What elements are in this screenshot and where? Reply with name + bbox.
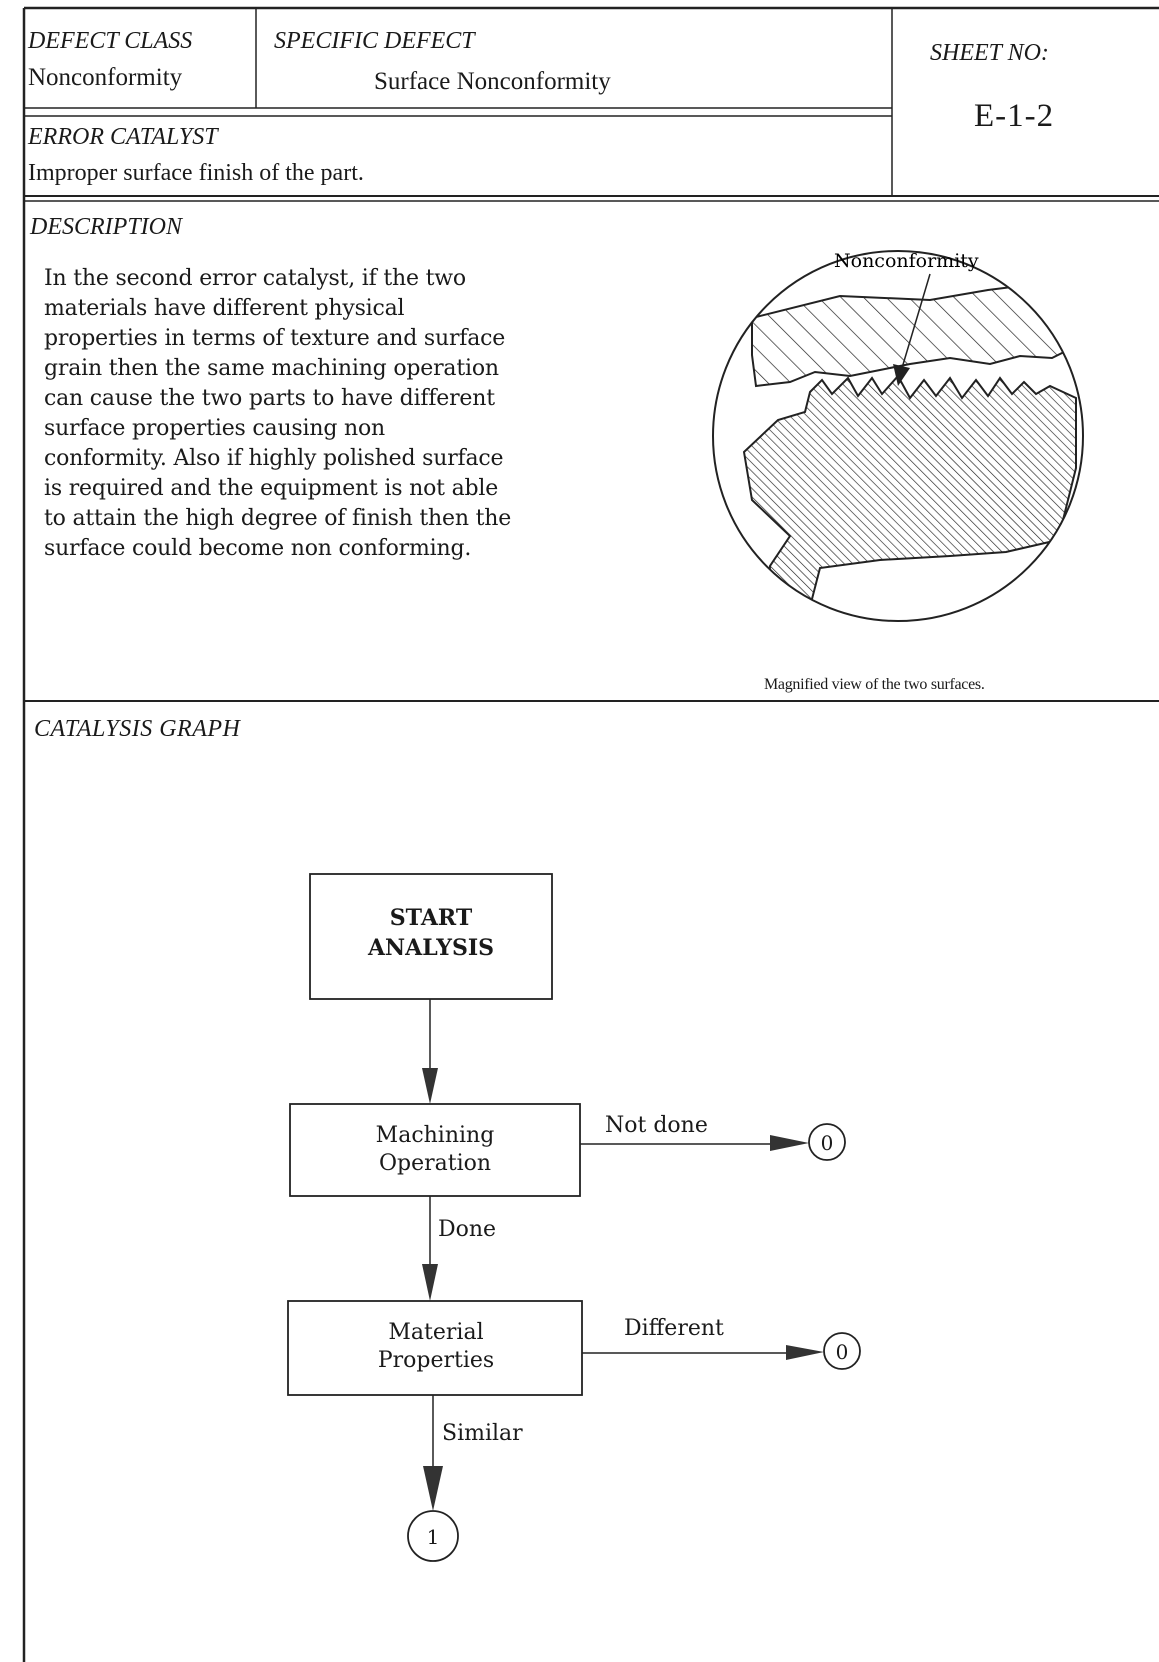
error-catalyst-value: Improper surface finish of the part. — [28, 160, 364, 186]
description-line: is required and the equipment is not abl… — [44, 476, 499, 501]
description-line: to attain the high degree of finish then… — [44, 506, 512, 531]
arrowhead — [422, 1264, 438, 1301]
material-properties-node — [287, 1300, 583, 1396]
arrowhead — [422, 1068, 438, 1104]
arrowhead — [770, 1135, 809, 1151]
terminal-one-label: 1 — [427, 1525, 440, 1549]
catalysis-graph-label: CATALYSIS GRAPH — [34, 716, 241, 742]
description-line: grain then the same machining operation — [44, 356, 499, 381]
description-line: In the second error catalyst, if the two — [44, 266, 466, 291]
description-line: conformity. Also if highly polished surf… — [44, 446, 504, 471]
magnified-surfaces-figure: Nonconformity — [712, 250, 1084, 622]
machining-operation-line1: Machining — [376, 1123, 495, 1148]
sheet-no-value: E-1-2 — [974, 98, 1055, 134]
figure-caption: Magnified view of the two surfaces. — [764, 676, 985, 693]
description-line: properties in terms of texture and surfa… — [44, 326, 506, 351]
start-analysis-line2: ANALYSIS — [367, 935, 494, 961]
terminal-zero-label: 0 — [821, 1131, 834, 1155]
callout-arrowhead — [893, 364, 910, 386]
description-line: surface could become non conforming. — [44, 536, 472, 561]
defect-class-value: Nonconformity — [28, 64, 183, 91]
specific-defect-value: Surface Nonconformity — [374, 68, 611, 95]
callout-leader — [901, 273, 931, 369]
start-analysis-line1: START — [390, 905, 473, 931]
start-analysis-node — [309, 873, 553, 1000]
upper-part-surface — [751, 280, 1083, 388]
description-line: can cause the two parts to have differen… — [44, 386, 495, 411]
defect-class-label: DEFECT CLASS — [28, 28, 193, 54]
description-line: surface properties causing non — [44, 416, 385, 441]
machining-operation-node — [289, 1103, 581, 1197]
terminal-zero-node — [808, 1123, 846, 1161]
edge-label-different: Different — [624, 1316, 724, 1341]
error-catalyst-label: ERROR CATALYST — [28, 124, 218, 150]
description-label: DESCRIPTION — [30, 214, 182, 240]
sheet-no-label: SHEET NO: — [930, 40, 1049, 66]
machining-operation-line2: Operation — [379, 1151, 491, 1176]
material-properties-line1: Material — [388, 1320, 483, 1345]
edge-label-similar: Similar — [442, 1421, 523, 1446]
catalysis-graph: START ANALYSIS Machining Operation Mater… — [287, 873, 861, 1562]
terminal-zero-node — [823, 1332, 861, 1370]
arrowhead — [786, 1345, 824, 1360]
material-properties-line2: Properties — [378, 1348, 494, 1373]
description-text: In the second error catalyst, if the two… — [44, 264, 580, 564]
arrowhead — [423, 1466, 443, 1511]
edge-label-not-done: Not done — [605, 1113, 708, 1138]
specific-defect-label: SPECIFIC DEFECT — [274, 28, 475, 54]
description-line: materials have different physical — [44, 296, 405, 321]
callout-label: Nonconformity — [834, 250, 979, 272]
edge-label-done: Done — [438, 1217, 496, 1242]
terminal-zero-label: 0 — [836, 1340, 849, 1364]
lower-part-surface — [742, 374, 1077, 621]
